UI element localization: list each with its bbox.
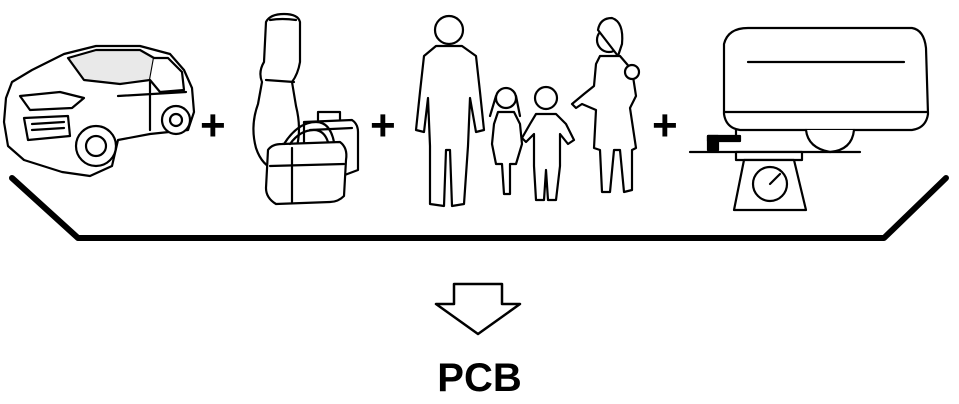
plus-operator: + [200,101,226,150]
down-arrow-icon [434,282,522,336]
sum-bracket [9,175,949,241]
luggage-icon [252,12,360,206]
result-label: PCB [437,356,522,400]
family-icon [414,14,641,208]
plus-operator: + [370,101,396,150]
trailer-on-scale-icon [688,26,930,212]
plus-operator: + [652,101,678,150]
car-icon [2,44,196,178]
